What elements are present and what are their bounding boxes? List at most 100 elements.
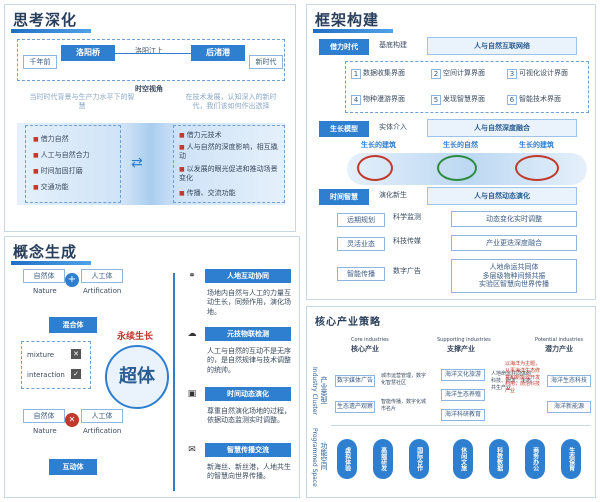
nature-label: 自然体 [23, 269, 65, 283]
space-pill: 休闲文旅 [453, 439, 473, 479]
bottom-mid: 数字广告 [393, 267, 421, 275]
row-mid: 基底构建 [379, 41, 407, 49]
row-mid: 演化新生 [379, 191, 407, 199]
right-item: 借力元技术 [179, 131, 283, 140]
cloud-icon: ☁ [187, 328, 197, 339]
name-left: 洛阳桥 [61, 45, 115, 61]
growth-label: 生长的自然 [443, 141, 478, 149]
mixture-text: mixture [27, 351, 55, 359]
panel-title: 核心产业策略 [315, 317, 381, 328]
bottom-name: 远期规划 [337, 213, 385, 227]
artificial-label: 人工体 [81, 409, 123, 423]
right-item: 传播、交流功能 [179, 189, 283, 198]
potential-box: 海洋新能源 [547, 401, 591, 413]
left-note: 当时时代背景与生产力水平下的智慧 [29, 93, 135, 111]
space-pill: 商务办公 [525, 439, 545, 479]
panel-title: 思考深化 [13, 11, 78, 29]
mix-frame [21, 341, 91, 389]
bottom-name: 灵活业态 [337, 237, 385, 251]
potential-note: 以海洋为主题，从事海洋生态修复和新能源开发利用，前沿科技产业 [505, 361, 541, 394]
bottom-result: 动态变化实时调整 [451, 211, 577, 227]
step-num: 1 [351, 69, 361, 79]
growth-ring [437, 155, 477, 181]
right-item: 人与自然的深度影响，相互撬动 [179, 143, 283, 162]
card-title: 时间动态演化 [205, 387, 291, 401]
title-bar [11, 29, 91, 33]
space-pill: 生态保育 [561, 439, 581, 479]
support-box: 海洋科研教育 [441, 409, 485, 421]
row-label: 借力时代 [319, 39, 369, 55]
middle-label: 洛阳江上 [135, 47, 163, 55]
step: 空间计算界面 [443, 69, 485, 77]
step: 可视化设计界面 [519, 69, 568, 77]
bottom-result: 产业更迭深度融合 [451, 235, 577, 251]
card-text: 新海丝、新丝港，人地共生的智慧向世界传播。 [207, 463, 291, 481]
growth-ring [515, 155, 559, 181]
card-text: 尊重自然演化场地的过程，依据动态监测实时调整。 [207, 407, 291, 425]
tag-left: 千年前 [23, 55, 57, 69]
check-icon: ✓ [71, 369, 81, 379]
bottom-mid: 科技传媒 [393, 237, 421, 245]
step: 数据收集界面 [363, 69, 405, 77]
nature-label: 自然体 [23, 409, 65, 423]
potential-box: 海洋生态科技 [547, 375, 591, 387]
step-num: 3 [507, 69, 517, 79]
row-goal: 人与自然动态演化 [427, 187, 577, 205]
space-pill: 高端研发 [373, 439, 393, 479]
right-note: 在技术发展，认知深入的新时代，我们该如何作出选择 [185, 93, 277, 111]
interact-label: 互动体 [49, 459, 97, 475]
side-en: Industry Cluster [311, 367, 318, 415]
artificial-en: Artification [83, 427, 122, 435]
left-item: 交通功能 [33, 183, 69, 192]
top-frame [17, 39, 285, 81]
card-text: 人工与自然的互动不是无序的，是自然规律与技术调整的统帅。 [207, 347, 291, 374]
interaction-text: interaction [27, 371, 65, 379]
panel-title: 概念生成 [13, 243, 78, 261]
growth-label: 生长的建筑 [361, 141, 396, 149]
support-box: 海洋生态养殖 [441, 389, 485, 401]
core-box: 数字媒体广告 [335, 375, 375, 387]
col-en: Potential industries [535, 337, 584, 343]
row-goal: 人与自然互联网络 [427, 37, 577, 55]
divider [331, 425, 591, 426]
bottom-result: 人地命运共同体 多层级物种间频共振 实验区智慧向世界传播 [451, 259, 577, 293]
monitor-icon: ▣ [187, 388, 197, 399]
connector-line [115, 53, 191, 54]
col-cn: 支撑产业 [447, 345, 475, 353]
step: 发现智慧界面 [443, 95, 485, 103]
left-frame [25, 125, 121, 203]
growth-ring [357, 155, 393, 181]
step: 智能技术界面 [519, 95, 561, 103]
steps-frame [345, 61, 589, 113]
growth-label: 生长的建筑 [519, 141, 554, 149]
card-title: 元技物联检测 [205, 327, 291, 341]
step-num: 2 [431, 69, 441, 79]
step: 物种漫游界面 [363, 95, 405, 103]
title-bar [11, 261, 91, 265]
support-box: 海洋文化旅游 [441, 369, 485, 381]
col-en: Core industries [351, 337, 389, 343]
double-arrow-icon: ⇄ [131, 155, 143, 171]
panel-industry: 核心产业策略 Core industries 核心产业 Supporting i… [306, 306, 596, 498]
card-title: 智慧传播交流 [205, 443, 291, 457]
row-goal: 人与自然深度融合 [427, 119, 577, 137]
side-cn: 功能空间 [320, 442, 328, 470]
super-text: 超体 [119, 366, 155, 388]
link-icon: ⚭ [188, 270, 196, 281]
mix-label: 混合体 [49, 317, 97, 333]
name-right: 后渚港 [191, 45, 245, 61]
card-text: 场地内自然与人工的力量互动生长，同频作用，演化场地。 [207, 289, 291, 316]
mid-label: 时空视角 [135, 85, 163, 93]
panel-concept: 概念生成 自然体 Nature + 人工体 Artification 混合体 m… [4, 236, 300, 498]
step-num: 4 [351, 95, 361, 105]
side-en: Programmed Space [311, 427, 318, 487]
cross-icon: ✕ [65, 413, 79, 427]
growth-text: 永续生长 [117, 332, 154, 342]
nature-en: Nature [33, 427, 57, 435]
core-note: 智能传播，数字化城市名片 [381, 399, 427, 412]
core-box: 生态遗产观察 [335, 401, 375, 413]
chat-icon: ✉ [188, 444, 196, 455]
right-item: 以发展的眼光促进和推动场景变化 [179, 165, 283, 184]
tag-right: 新时代 [249, 55, 283, 69]
step-num: 5 [431, 95, 441, 105]
